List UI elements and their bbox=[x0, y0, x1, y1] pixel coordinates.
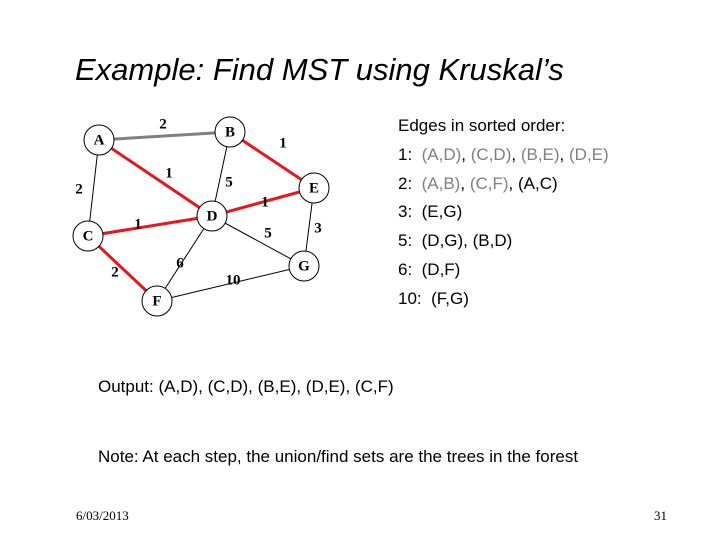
sorted-heading: Edges in sorted order: bbox=[398, 116, 566, 135]
separator: , bbox=[460, 173, 470, 193]
node-d: D bbox=[196, 200, 228, 232]
sorted-row: 10: (F,G) bbox=[398, 285, 609, 314]
node-label: B bbox=[225, 124, 235, 140]
node-label: D bbox=[207, 208, 218, 224]
edge-weight-b-e: 1 bbox=[279, 135, 287, 151]
edge-weight-a-c: 2 bbox=[75, 181, 83, 197]
separator: , bbox=[559, 144, 569, 164]
node-f: F bbox=[141, 285, 173, 317]
node-circle bbox=[214, 116, 246, 148]
node-a: A bbox=[83, 124, 115, 156]
nodes-layer: A B C D E F G bbox=[72, 116, 330, 317]
edge-a-d bbox=[98, 138, 213, 218]
weight-key: 3: bbox=[398, 202, 422, 222]
slide-title: Example: Find MST using Kruskal’s bbox=[75, 52, 564, 87]
edge-weight-b-d: 5 bbox=[225, 174, 233, 190]
separator: , bbox=[463, 231, 473, 251]
edge-weight-c-f: 2 bbox=[111, 264, 119, 280]
edge-weight-a-b: 2 bbox=[159, 116, 167, 132]
sorted-edge-item: (E,G) bbox=[421, 202, 463, 222]
separator: , bbox=[508, 173, 518, 193]
node-circle bbox=[288, 250, 320, 282]
weight-key: 10: bbox=[398, 288, 432, 308]
node-e: E bbox=[298, 172, 330, 204]
edge-weight-a-d: 1 bbox=[165, 165, 173, 181]
node-label: C bbox=[83, 228, 94, 244]
sorted-edge-item: (A,D) bbox=[421, 144, 462, 164]
footer-date: 6/03/2013 bbox=[76, 508, 129, 523]
sorted-row: 2: (A,B), (C,F), (A,C) bbox=[398, 170, 609, 199]
separator: , bbox=[461, 144, 471, 164]
edge-a-b bbox=[98, 130, 231, 142]
sorted-rows: 1: (A,D), (C,D), (B,E), (D,E)2: (A,B), (… bbox=[398, 141, 609, 314]
note-text: Note: At each step, the union/find sets … bbox=[98, 447, 579, 466]
edge-c-d bbox=[87, 214, 213, 238]
node-circle bbox=[196, 200, 228, 232]
sorted-row: 6: (D,F) bbox=[398, 256, 609, 285]
sorted-edge-item: (D,F) bbox=[421, 259, 461, 279]
node-label: G bbox=[298, 258, 310, 274]
edge-a-c bbox=[87, 139, 100, 237]
node-c: C bbox=[72, 220, 104, 252]
node-circle bbox=[298, 172, 330, 204]
edge-weight-f-g: 10 bbox=[226, 272, 241, 288]
edge-weight-d-e: 1 bbox=[261, 194, 269, 210]
sorted-edge-item: (C,F) bbox=[469, 173, 509, 193]
edge-d-e bbox=[211, 186, 315, 218]
sorted-edge-item: (F,G) bbox=[431, 288, 469, 308]
edge-b-e bbox=[229, 130, 315, 190]
edge-labels-layer: 2 2 1 5 1 1 2 1 6 5 3 10 bbox=[75, 116, 322, 288]
edge-weight-c-d: 1 bbox=[134, 216, 142, 232]
node-circle bbox=[141, 285, 173, 317]
sorted-row: 3: (E,G) bbox=[398, 198, 609, 227]
sorted-row: 1: (A,D), (C,D), (B,E), (D,E) bbox=[398, 141, 609, 170]
separator: , bbox=[511, 144, 521, 164]
edge-d-f bbox=[156, 215, 213, 302]
node-g: G bbox=[288, 250, 320, 282]
sorted-edge-item: (A,C) bbox=[517, 173, 558, 193]
edge-f-g bbox=[156, 265, 305, 302]
sorted-edge-item: (C,D) bbox=[470, 144, 512, 164]
sorted-edge-item: (D,E) bbox=[569, 144, 609, 164]
sorted-edge-item: (A,B) bbox=[421, 173, 461, 193]
node-label: E bbox=[309, 180, 319, 196]
weight-key: 1: bbox=[398, 144, 422, 164]
sorted-edge-item: (D,G) bbox=[421, 231, 464, 251]
edge-weight-d-f: 6 bbox=[176, 255, 184, 271]
sorted-edge-item: (B,E) bbox=[520, 144, 560, 164]
weight-key: 6: bbox=[398, 259, 422, 279]
weight-key: 5: bbox=[398, 231, 422, 251]
edge-weight-e-g: 3 bbox=[314, 220, 322, 236]
sorted-edges-list: Edges in sorted order: 1: (A,D), (C,D), … bbox=[398, 112, 609, 314]
sorted-edge-item: (B,D) bbox=[472, 231, 513, 251]
edge-c-f bbox=[86, 234, 159, 303]
sorted-row: 5: (D,G), (B,D) bbox=[398, 227, 609, 256]
node-b: B bbox=[214, 116, 246, 148]
node-circle bbox=[72, 220, 104, 252]
node-label: A bbox=[94, 132, 105, 148]
footer-page-number: 31 bbox=[654, 508, 667, 523]
node-label: F bbox=[152, 293, 161, 309]
weight-key: 2: bbox=[398, 173, 422, 193]
edge-d-g bbox=[211, 215, 305, 267]
output-text: Output: (A,D), (C,D), (B,E), (D,E), (C,F… bbox=[98, 377, 394, 396]
edge-weight-d-g: 5 bbox=[264, 225, 272, 241]
node-circle bbox=[83, 124, 115, 156]
